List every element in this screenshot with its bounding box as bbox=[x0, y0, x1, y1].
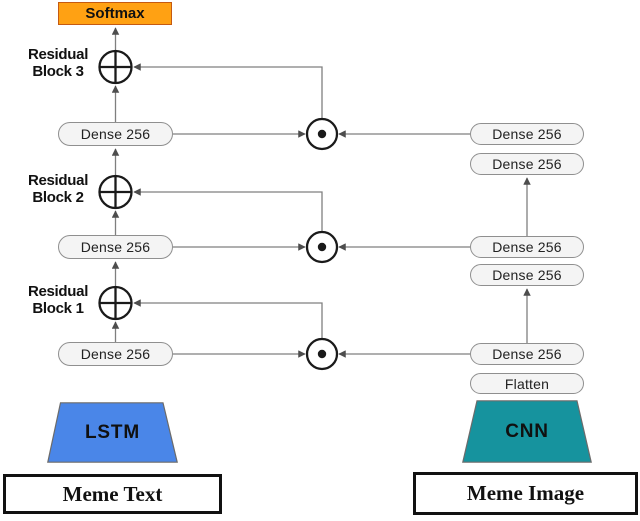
lstm-trapezoid-shape bbox=[47, 402, 178, 463]
cnn-encoder: CNN bbox=[462, 400, 592, 463]
residual-block-3-line2: Block 3 bbox=[32, 63, 84, 80]
softmax-output-box: Softmax bbox=[58, 2, 172, 25]
residual-block-3-line1: Residual bbox=[27, 46, 89, 63]
residual-block-3-label: Residual Block 3 bbox=[20, 46, 96, 80]
cnn-label: CNN bbox=[505, 420, 549, 442]
multiply-icon-row3 bbox=[305, 337, 339, 371]
right-dense-layer-4: Dense 256 bbox=[470, 264, 584, 286]
meme-image-input-box: Meme Image bbox=[413, 472, 638, 515]
residual-block-1-line2: Block 1 bbox=[32, 300, 84, 317]
add-icon-block1 bbox=[98, 285, 133, 321]
right-dense-layer-3: Dense 256 bbox=[470, 236, 584, 258]
left-dense-layer-1: Dense 256 bbox=[58, 122, 173, 146]
arrow-mul3-to-add1 bbox=[133, 299, 323, 340]
right-dense-layer-2: Dense 256 bbox=[470, 153, 584, 175]
cnn-trapezoid-shape bbox=[462, 400, 592, 463]
left-dense-layer-3: Dense 256 bbox=[58, 342, 173, 366]
lstm-encoder: LSTM bbox=[47, 402, 178, 463]
residual-block-1-label: Residual Block 1 bbox=[20, 283, 96, 317]
arrow-mul2-to-add2 bbox=[133, 188, 323, 233]
arrow-mul1-to-add3 bbox=[133, 63, 323, 120]
residual-block-2-line2: Block 2 bbox=[32, 189, 84, 206]
multiply-icon-row1 bbox=[305, 117, 339, 151]
meme-text-input-box: Meme Text bbox=[3, 474, 222, 514]
right-dense-layer-5: Dense 256 bbox=[470, 343, 584, 365]
right-dense-layer-1: Dense 256 bbox=[470, 123, 584, 145]
multiply-icon-row2 bbox=[305, 230, 339, 264]
flatten-layer: Flatten bbox=[470, 373, 584, 394]
add-icon-block3 bbox=[98, 49, 133, 85]
lstm-label: LSTM bbox=[85, 421, 140, 443]
residual-block-2-label: Residual Block 2 bbox=[20, 172, 96, 206]
left-dense-layer-2: Dense 256 bbox=[58, 235, 173, 259]
residual-block-2-line1: Residual bbox=[27, 172, 89, 189]
residual-block-1-line1: Residual bbox=[27, 283, 89, 300]
add-icon-block2 bbox=[98, 174, 133, 210]
